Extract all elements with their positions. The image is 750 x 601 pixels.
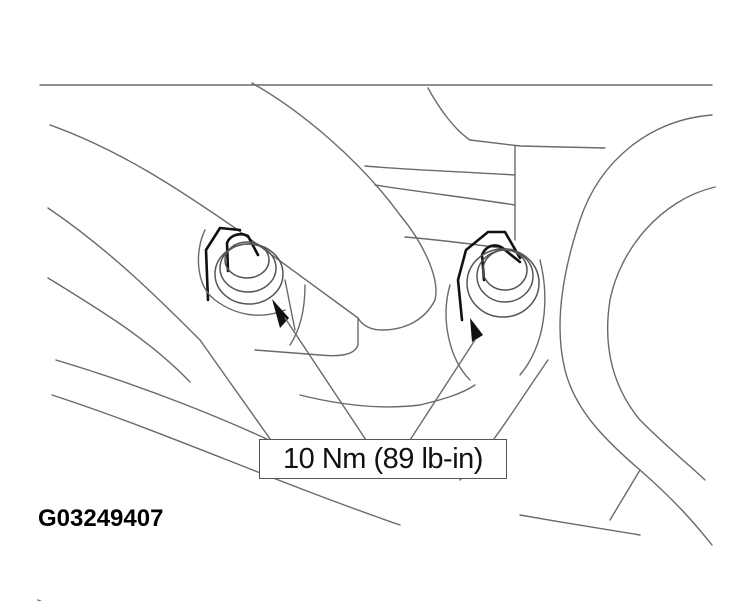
housing-right (364, 87, 716, 546)
left-nut (197, 226, 306, 346)
arm-body (234, 82, 476, 408)
arrow-head-right (470, 318, 483, 342)
arrow-head-left (272, 299, 289, 328)
callout-leaders (284, 317, 476, 441)
figure-id-label: G03249407 (38, 505, 164, 532)
torque-callout-label: 10 Nm (89 lb-in) (283, 442, 483, 475)
right-nut (445, 230, 546, 381)
bracket-lines-left (37, 124, 401, 601)
torque-callout-box: 10 Nm (89 lb-in) (259, 439, 507, 479)
